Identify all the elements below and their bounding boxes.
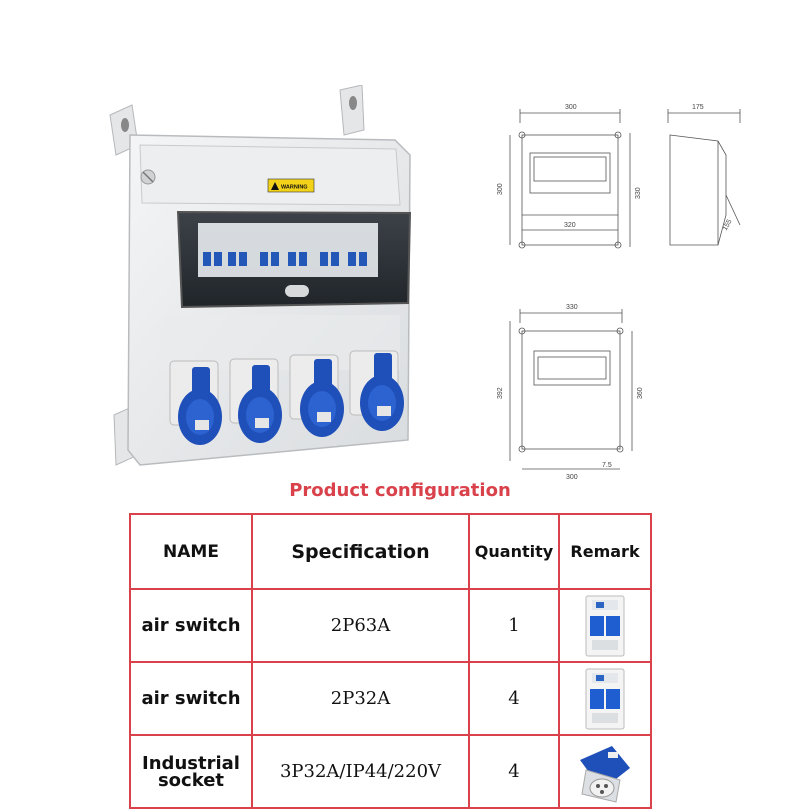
technical-drawing: 300 300 330 320 175 155 330 392 360 300 …	[497, 104, 741, 481]
dim-bottom-height-right: 360	[637, 387, 644, 399]
table-header-row: NAME Specification Quantity Remark	[129, 513, 652, 590]
dim-top-inner-width: 320	[564, 222, 576, 229]
cell-name-line2: socket	[157, 769, 225, 791]
dim-side-angle: 155	[722, 218, 734, 232]
cell-qty: 1	[468, 588, 560, 663]
socket-3	[289, 354, 344, 437]
socket-4	[349, 350, 404, 431]
cell-name: air switch	[129, 661, 253, 736]
header-specification: Specification	[251, 513, 470, 590]
header-name: NAME	[129, 513, 253, 590]
dim-bottom-offset: 7.5	[602, 462, 612, 469]
cell-spec: 2P63A	[251, 588, 470, 663]
warning-label: WARNING	[281, 185, 308, 191]
product-configuration-table: NAME Specification Quantity Remark air s…	[129, 513, 652, 809]
cell-name: Industrial socket	[129, 734, 253, 809]
cell-spec: 3P32A/IP44/220V	[251, 734, 470, 809]
cell-spec: 2P32A	[251, 661, 470, 736]
dim-bottom-width-bottom: 300	[566, 474, 578, 481]
header-quantity: Quantity	[468, 513, 560, 590]
product-photo: WARNING	[109, 85, 412, 466]
cell-qty: 4	[468, 661, 560, 736]
cell-name: air switch	[129, 588, 253, 663]
table-row: air switch 2P63A 1	[129, 588, 652, 663]
dim-side-depth: 175	[692, 104, 704, 111]
dim-top-height-right: 330	[635, 187, 642, 199]
circuit-breaker-icon	[585, 668, 625, 729]
section-title: Product configuration	[289, 480, 511, 501]
dim-top-height-left: 300	[497, 183, 504, 195]
socket-1	[169, 360, 222, 445]
header-remark: Remark	[558, 513, 652, 590]
circuit-breaker-icon	[585, 595, 625, 656]
dim-bottom-height-left: 392	[497, 387, 504, 399]
cell-qty: 4	[468, 734, 560, 809]
dim-bottom-width-top: 330	[566, 304, 578, 311]
socket-2	[229, 358, 282, 443]
cell-name-line1: Industrial	[142, 752, 240, 774]
dim-top-width: 300	[565, 104, 577, 111]
industrial-socket-icon	[580, 745, 630, 803]
table-row: Industrial socket 3P32A/IP44/220V 4	[129, 734, 652, 809]
table-row: air switch 2P32A 4	[129, 661, 652, 736]
